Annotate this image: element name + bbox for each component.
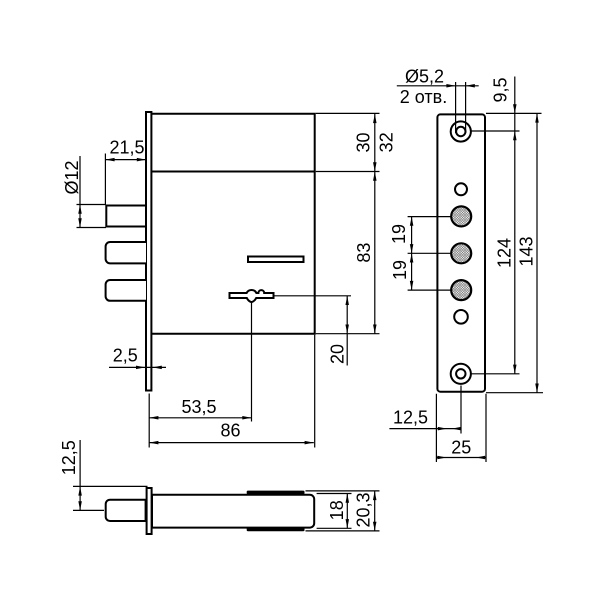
svg-text:20: 20 [328,344,348,364]
svg-text:19: 19 [389,224,409,244]
svg-text:53,5: 53,5 [181,397,216,417]
svg-text:20,3: 20,3 [354,492,374,527]
svg-text:124: 124 [495,238,515,268]
svg-text:19: 19 [390,260,410,280]
svg-text:12,5: 12,5 [393,408,428,428]
svg-text:Ø5,2: Ø5,2 [405,67,444,87]
svg-text:21,5: 21,5 [109,138,144,158]
svg-text:143: 143 [517,236,537,266]
svg-text:Ø12: Ø12 [62,160,82,194]
svg-text:2,5: 2,5 [113,346,138,366]
svg-text:9,5: 9,5 [491,77,511,102]
svg-text:86: 86 [220,421,240,441]
svg-text:32: 32 [377,132,397,152]
svg-text:18: 18 [327,500,347,520]
svg-text:25: 25 [451,437,471,457]
svg-text:30: 30 [354,132,374,152]
svg-text:83: 83 [354,243,374,263]
svg-text:12,5: 12,5 [59,440,79,475]
svg-text:2 отв.: 2 отв. [400,87,447,107]
